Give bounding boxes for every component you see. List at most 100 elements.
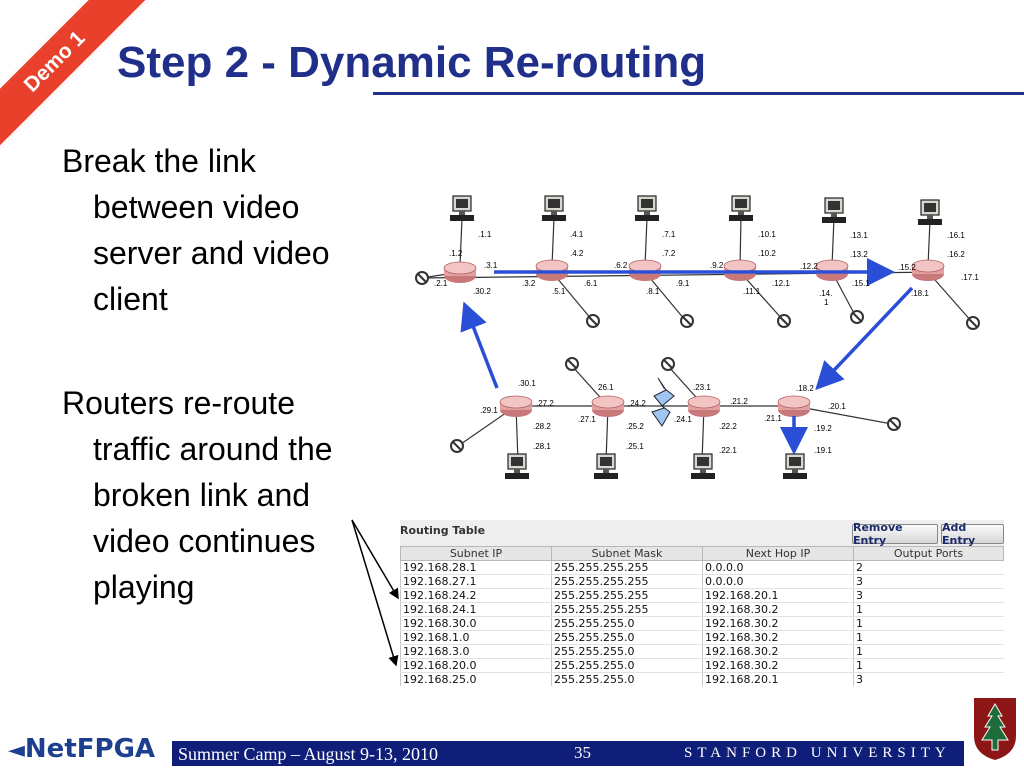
- routing-table-title: Routing Table: [400, 524, 486, 537]
- ip-label: .3.1: [484, 261, 498, 270]
- ip-label: .3.2: [522, 279, 536, 288]
- ip-label: .27.1: [578, 415, 596, 424]
- logo-text-fpga: FPGA: [76, 734, 156, 764]
- ip-label: 26.1: [598, 383, 614, 392]
- table-cell: 192.168.27.1: [400, 574, 552, 589]
- computer-icon: [917, 199, 943, 226]
- table-cell: 192.168.30.0: [400, 616, 552, 631]
- logo-fish-icon: ◄: [8, 738, 25, 763]
- table-cell: 1: [853, 658, 1004, 673]
- ip-label: .6.1: [584, 279, 598, 288]
- routing-table: Subnet IP Subnet Mask Next Hop IP Output…: [400, 546, 1004, 686]
- table-cell: 1: [853, 630, 1004, 645]
- bullet-line: between video: [93, 189, 300, 225]
- table-cell: 255.255.255.0: [551, 630, 703, 645]
- remove-entry-button[interactable]: Remove Entry: [852, 521, 938, 547]
- computer-icon: [541, 195, 567, 222]
- column-header[interactable]: Subnet Mask: [551, 546, 703, 561]
- host-endpoint-icon: [450, 439, 464, 453]
- ip-label: .12.1: [772, 279, 790, 288]
- table-cell: 2: [853, 560, 1004, 575]
- ip-label: .21.1: [764, 414, 782, 423]
- bullet-line: broken link and: [93, 477, 311, 513]
- ip-label: .15.1: [852, 279, 870, 288]
- table-cell: 192.168.30.2: [702, 630, 854, 645]
- router-icon: [499, 395, 533, 418]
- ip-label: .25.2: [626, 422, 644, 431]
- column-header[interactable]: Next Hop IP: [702, 546, 854, 561]
- ip-label: .9.2: [710, 261, 724, 270]
- ip-label: .29.1: [480, 406, 498, 415]
- ip-label: .6.2: [614, 261, 628, 270]
- ip-label: .10.2: [758, 249, 776, 258]
- top-row-links: [421, 217, 973, 323]
- ip-label: .11.1: [743, 287, 761, 296]
- host-endpoint-icon: [850, 310, 864, 324]
- bullet-line: Routers re-route: [62, 385, 295, 421]
- router-icon: [777, 395, 811, 418]
- computer-icon: [593, 453, 619, 480]
- ip-label: .22.1: [719, 446, 737, 455]
- column-header[interactable]: Output Ports: [853, 546, 1004, 561]
- ip-label: .15.2: [898, 263, 916, 272]
- stanford-seal-icon: [974, 698, 1016, 760]
- host-endpoint-icon: [887, 417, 901, 431]
- logo-text-net: Net: [24, 734, 77, 764]
- title-divider: [373, 92, 1024, 95]
- table-cell: 192.168.24.1: [400, 602, 552, 617]
- table-cell: 192.168.28.1: [400, 560, 552, 575]
- table-cell: 1: [853, 644, 1004, 659]
- ip-label: .28.1: [533, 442, 551, 451]
- host-endpoint-icon: [966, 316, 980, 330]
- ip-label: .12.2: [800, 262, 818, 271]
- table-cell: 1: [853, 616, 1004, 631]
- bullet-break-link: Break the link between video server and …: [62, 138, 402, 322]
- ip-label: .28.2: [533, 422, 551, 431]
- table-cell: 192.168.30.2: [702, 616, 854, 631]
- table-cell: 192.168.30.2: [702, 644, 854, 659]
- routing-table-panel: Routing Table Remove Entry Add Entry Sub…: [400, 520, 1004, 686]
- column-header[interactable]: Subnet IP: [400, 546, 552, 561]
- ip-label: .17.1: [961, 273, 979, 282]
- computer-icon: [634, 195, 660, 222]
- router-icon: [591, 395, 625, 418]
- bullet-line: traffic around the: [93, 431, 333, 467]
- ip-label: .19.1: [814, 446, 832, 455]
- reroute-path: [460, 258, 914, 455]
- table-cell: 255.255.255.0: [551, 658, 703, 673]
- ip-label: .18.1: [911, 289, 929, 298]
- ip-label: .16.2: [947, 250, 965, 259]
- ip-label: .24.1: [674, 415, 692, 424]
- add-entry-button[interactable]: Add Entry: [941, 521, 1004, 547]
- table-cell: 255.255.255.255: [551, 602, 703, 617]
- ip-label: .20.1: [828, 402, 846, 411]
- ip-label: 1: [824, 298, 829, 307]
- table-cell: 255.255.255.0: [551, 644, 703, 659]
- table-cell: 1: [853, 602, 1004, 617]
- host-endpoint-icon: [565, 357, 579, 371]
- table-cell: 255.255.255.0: [551, 616, 703, 631]
- ip-label: .7.2: [662, 249, 676, 258]
- computer-icon: [782, 453, 808, 480]
- ip-label: .2.1: [434, 279, 448, 288]
- ip-label: .30.2: [473, 287, 491, 296]
- ip-label: .1.1: [478, 230, 492, 239]
- bullet-line: client: [93, 281, 168, 317]
- host-endpoint-icon: [586, 314, 600, 328]
- table-cell: 3: [853, 588, 1004, 603]
- router-icon: [687, 395, 721, 418]
- broken-link-icon: [651, 377, 675, 427]
- ip-label: .5.1: [552, 287, 566, 296]
- host-endpoint-icon: [415, 271, 429, 285]
- bullet-line: playing: [93, 569, 195, 605]
